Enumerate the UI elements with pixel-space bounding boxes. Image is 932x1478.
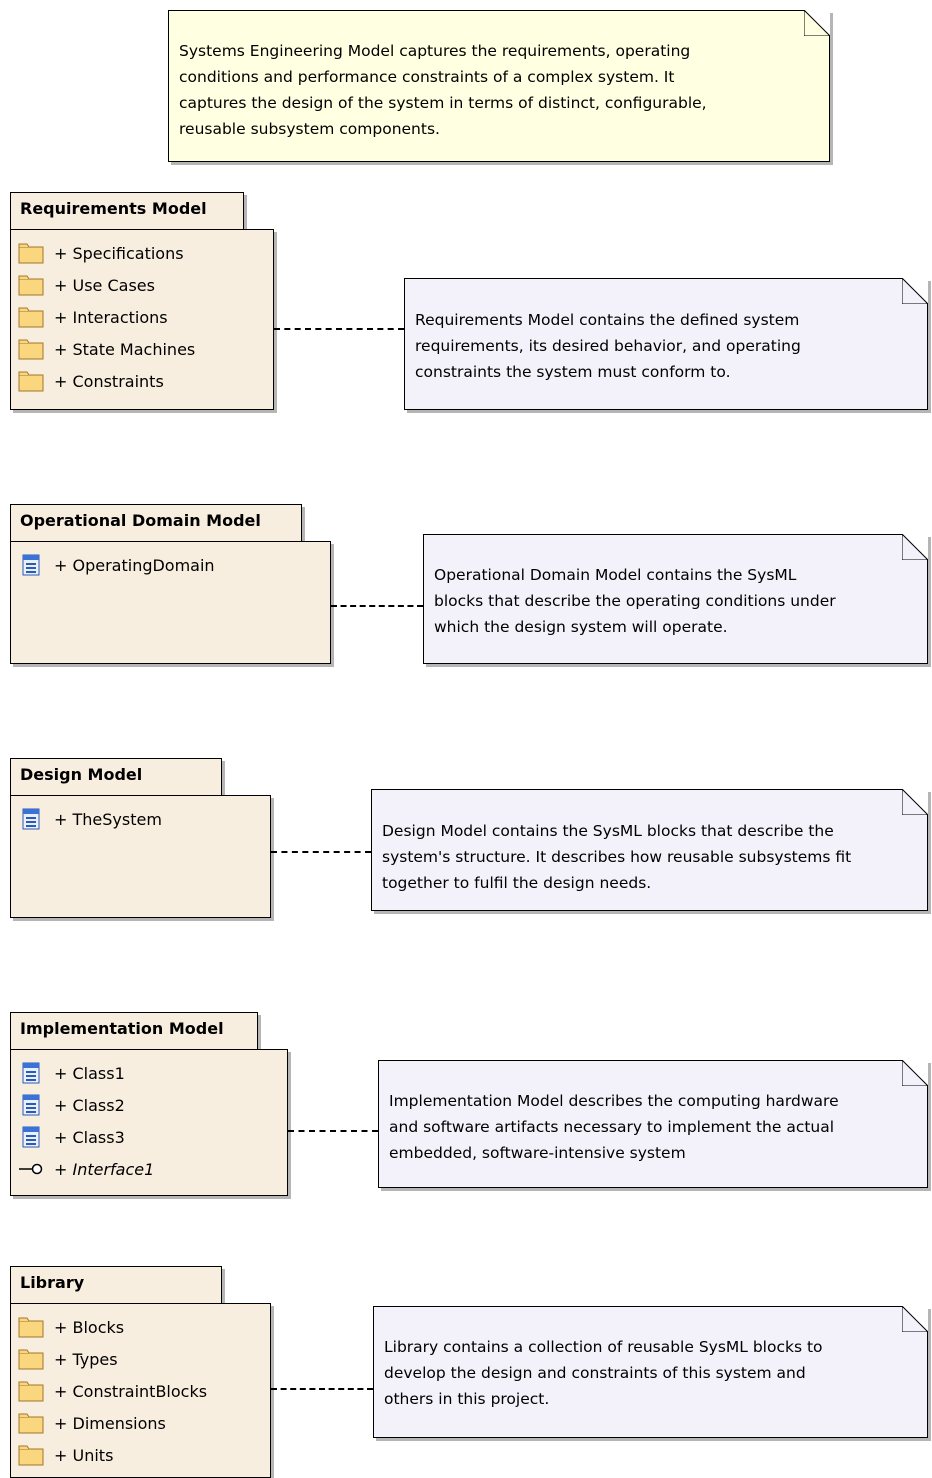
package-item[interactable]: + OperatingDomain <box>11 549 330 581</box>
package-item[interactable]: + Class3 <box>11 1121 287 1153</box>
note-fold-icon <box>902 1060 928 1086</box>
class-icon <box>18 1124 44 1150</box>
note-fold-icon <box>902 278 928 304</box>
package-item[interactable]: + TheSystem <box>11 803 270 835</box>
note-connector <box>274 328 404 330</box>
package-item[interactable]: + Class1 <box>11 1057 287 1089</box>
package-title: Implementation Model <box>20 1019 224 1038</box>
package-title: Design Model <box>20 765 143 784</box>
package-title: Operational Domain Model <box>20 511 261 530</box>
package-item[interactable]: + ConstraintBlocks <box>11 1375 270 1407</box>
note-fold-icon <box>902 789 928 815</box>
package-title: Requirements Model <box>20 199 207 218</box>
package-tab-library[interactable]: Library <box>10 1266 222 1304</box>
package-tab-requirements-model[interactable]: Requirements Model <box>10 192 244 230</box>
requirements-note-text: Requirements Model contains the defined … <box>415 311 801 381</box>
operational-domain-note[interactable]: Operational Domain Model contains the Sy… <box>423 534 928 664</box>
overview-note-text: Systems Engineering Model captures the r… <box>179 42 707 138</box>
package-item[interactable]: + Types <box>11 1343 270 1375</box>
package-item[interactable]: + Dimensions <box>11 1407 270 1439</box>
note-connector <box>271 1388 373 1390</box>
package-tab-design-model[interactable]: Design Model <box>10 758 222 796</box>
package-item[interactable]: + Interface1 <box>11 1153 287 1185</box>
note-fold-icon <box>902 1306 928 1332</box>
package-item[interactable]: + State Machines <box>11 333 273 365</box>
interface-lollipop-icon <box>18 1156 44 1182</box>
class-icon <box>18 552 44 578</box>
implementation-note[interactable]: Implementation Model describes the compu… <box>378 1060 928 1188</box>
note-fold-icon <box>804 10 830 36</box>
folder-icon <box>18 1346 44 1372</box>
class-icon <box>18 1060 44 1086</box>
package-item[interactable]: + Use Cases <box>11 269 273 301</box>
library-note-text: Library contains a collection of reusabl… <box>384 1338 823 1408</box>
package-implementation-model[interactable]: + Class1 + Class2 + Class3 + Interface1 <box>10 1049 288 1196</box>
package-library[interactable]: + Blocks + Types + ConstraintBlocks + Di… <box>10 1303 271 1478</box>
package-item[interactable]: + Blocks <box>11 1311 270 1343</box>
package-tab-operational-domain-model[interactable]: Operational Domain Model <box>10 504 302 542</box>
package-operational-domain-model[interactable]: + OperatingDomain <box>10 541 331 664</box>
package-item[interactable]: + Constraints <box>11 365 273 397</box>
folder-icon <box>18 272 44 298</box>
folder-icon <box>18 336 44 362</box>
folder-icon <box>18 1314 44 1340</box>
package-tab-implementation-model[interactable]: Implementation Model <box>10 1012 258 1050</box>
note-fold-icon <box>902 534 928 560</box>
package-item[interactable]: + Units <box>11 1439 270 1471</box>
implementation-note-text: Implementation Model describes the compu… <box>389 1092 839 1162</box>
package-requirements-model[interactable]: + Specifications + Use Cases + Interacti… <box>10 229 274 410</box>
package-item[interactable]: + Interactions <box>11 301 273 333</box>
note-connector <box>288 1130 378 1132</box>
package-item[interactable]: + Class2 <box>11 1089 287 1121</box>
folder-icon <box>18 1410 44 1436</box>
class-icon <box>18 1092 44 1118</box>
library-note[interactable]: Library contains a collection of reusabl… <box>373 1306 928 1438</box>
requirements-note[interactable]: Requirements Model contains the defined … <box>404 278 928 410</box>
folder-icon <box>18 1442 44 1468</box>
design-note[interactable]: Design Model contains the SysML blocks t… <box>371 789 928 911</box>
design-note-text: Design Model contains the SysML blocks t… <box>382 822 852 892</box>
folder-icon <box>18 1378 44 1404</box>
note-connector <box>331 605 423 607</box>
package-design-model[interactable]: + TheSystem <box>10 795 271 918</box>
folder-icon <box>18 240 44 266</box>
folder-icon <box>18 368 44 394</box>
note-connector <box>271 851 371 853</box>
operational-domain-note-text: Operational Domain Model contains the Sy… <box>434 566 836 636</box>
package-item[interactable]: + Specifications <box>11 237 273 269</box>
overview-note[interactable]: Systems Engineering Model captures the r… <box>168 10 830 162</box>
class-icon <box>18 806 44 832</box>
folder-icon <box>18 304 44 330</box>
package-title: Library <box>20 1273 85 1292</box>
